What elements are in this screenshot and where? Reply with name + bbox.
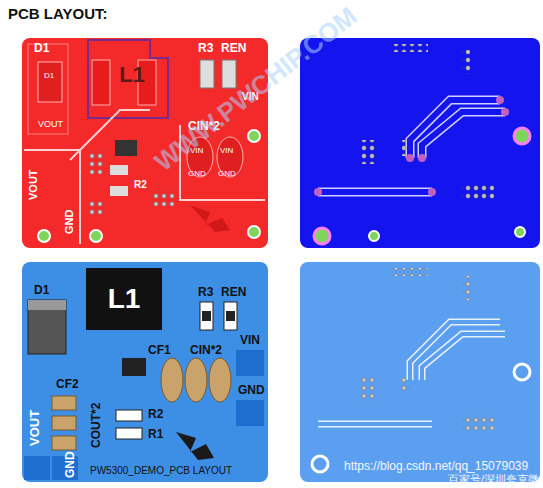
part-name: R2 — [134, 180, 147, 190]
part-name: L1 — [119, 64, 145, 86]
net-name: VIN — [242, 92, 259, 102]
part-name: CF1 — [148, 344, 171, 356]
part-name: R3 — [198, 286, 213, 298]
net-name: GND — [64, 451, 76, 478]
part-name: COUT*2 — [90, 403, 102, 448]
top-copper-panel — [22, 38, 268, 248]
net-name: VIN — [240, 334, 260, 346]
part-name: R3 — [198, 42, 213, 54]
bottom-side-panel — [300, 262, 540, 482]
net-name: VOUT — [28, 410, 41, 446]
part-name: REN — [221, 286, 246, 298]
pad-name: GND — [218, 170, 236, 178]
inductor-footprint: L1 — [112, 60, 152, 90]
bottom-copper-panel — [300, 38, 540, 248]
part-name: D1 — [44, 72, 54, 80]
pad-name: VIN — [220, 147, 233, 155]
board-name: PW5300_DEMO_PCB LAYOUT — [90, 466, 232, 476]
part-name: R2 — [148, 408, 163, 420]
part-name: L1 — [108, 285, 141, 313]
part-name: CIN*2 — [188, 120, 220, 132]
net-name: VOUT — [28, 169, 39, 200]
inductor-body: L1 — [86, 268, 162, 330]
watermark: WWW.PWCHIP.COM — [150, 2, 361, 175]
part-name: CIN*2 — [190, 344, 222, 356]
pad-name: GND — [188, 170, 206, 178]
part-name: REN — [221, 42, 246, 54]
net-name: VOUT — [38, 120, 63, 129]
net-name: GND — [64, 210, 75, 234]
watermark: 百家号/深圳夸克微 — [448, 474, 539, 485]
page-title: PCB LAYOUT: — [8, 6, 107, 21]
part-name: R1 — [148, 428, 163, 440]
pad-name: VIN — [190, 147, 203, 155]
part-name: D1 — [34, 284, 49, 296]
part-name: CF2 — [56, 378, 79, 390]
part-name: D1 — [34, 42, 49, 54]
net-name: GND — [238, 384, 265, 396]
watermark: https://blog.csdn.net/qq_15079039 — [344, 460, 528, 472]
